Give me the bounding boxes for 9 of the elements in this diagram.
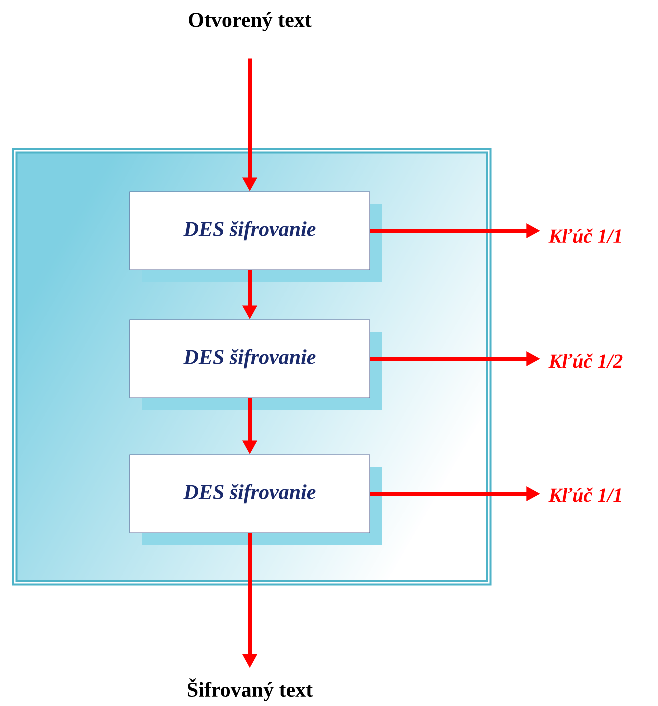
process-box: DES šifrovanie [130, 320, 382, 410]
text-label: Šifrovaný text [188, 678, 313, 702]
key-label: Kľúč 1/1 [548, 228, 622, 244]
process-box: DES šifrovanie [130, 454, 382, 545]
process-box: DES šifrovanie [130, 192, 382, 282]
text-label: Otvorený text [189, 12, 312, 32]
key-label: Kľúč 1/1 [548, 488, 622, 502]
panel [12, 148, 492, 586]
key-label: Kľúč 1/2 [548, 354, 623, 368]
